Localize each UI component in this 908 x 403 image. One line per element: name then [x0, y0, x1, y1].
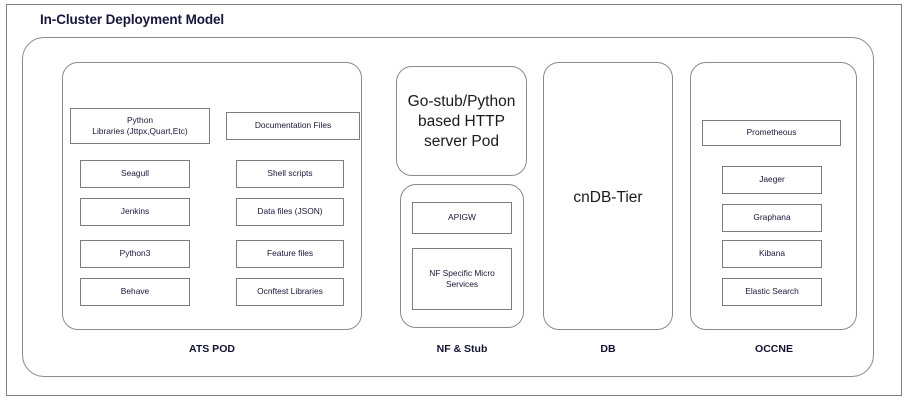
go-stub-caption: Go-stub/Python based HTTP server Pod — [396, 92, 527, 151]
shell-scripts-label: Shell scripts — [267, 168, 313, 179]
python-libraries-line2: Libraries (Jttpx,Quart,Etc) — [92, 126, 188, 136]
go-stub-line1: Go-stub/Python — [407, 93, 516, 110]
kibana-label: Kibana — [758, 248, 786, 259]
occne-item-jaeger: Jaeger — [722, 166, 822, 194]
occne-group — [690, 62, 857, 330]
behave-label: Behave — [120, 286, 150, 297]
go-stub-line3: server Pod — [424, 132, 499, 150]
go-stub-server-pod — [396, 66, 527, 176]
go-stub-line2: based HTTP — [417, 112, 505, 130]
occne-item-elastic-search: Elastic Search — [722, 278, 822, 306]
ats-item-seagull: Seagull — [80, 160, 190, 188]
occne-item-graphana: Graphana — [722, 204, 822, 232]
feature-files-label: Feature files — [266, 248, 314, 259]
micro-services-line2: Services — [445, 279, 479, 289]
page-title: In-Cluster Deployment Model — [40, 12, 225, 27]
ats-item-python3: Python3 — [80, 240, 190, 268]
ats-item-behave: Behave — [80, 278, 190, 306]
tier-label-db: DB — [600, 343, 616, 355]
elastic-search-label: Elastic Search — [745, 286, 799, 297]
prometheous-label: Prometheous — [746, 127, 797, 138]
documentation-files-label: Documentation Files — [254, 120, 332, 131]
tier-label-occne: OCCNE — [755, 343, 793, 355]
tier-label-nf-stub: NF & Stub — [436, 343, 488, 355]
ats-item-shell-scripts: Shell scripts — [236, 160, 344, 188]
ocnftest-libraries-label: Ocnftest Libraries — [257, 286, 323, 297]
cndb-tier-caption: cnDB-Tier — [543, 188, 673, 208]
nf-item-apigw: APIGW — [412, 202, 512, 234]
ats-item-feature-files: Feature files — [236, 240, 344, 268]
jaeger-label: Jaeger — [759, 174, 785, 185]
db-group — [543, 62, 673, 330]
graphana-label: Graphana — [753, 212, 791, 223]
ats-item-jenkins: Jenkins — [80, 198, 190, 226]
ats-item-python-libraries: Python Libraries (Jttpx,Quart,Etc) — [70, 108, 210, 144]
seagull-label: Seagull — [121, 168, 149, 179]
python3-label: Python3 — [119, 248, 151, 259]
occne-item-kibana: Kibana — [722, 240, 822, 268]
ats-item-data-files-json: Data files (JSON) — [236, 198, 344, 226]
micro-services-line1: NF Specific Micro — [429, 267, 495, 278]
occne-item-prometheous: Prometheous — [702, 120, 841, 146]
data-files-label: Data files (JSON) — [257, 206, 323, 217]
nf-item-micro-services: NF Specific Micro Services — [412, 248, 512, 310]
tier-label-ats-pod: ATS POD — [189, 343, 235, 355]
ats-item-ocnftest-libraries: Ocnftest Libraries — [236, 278, 344, 306]
python-libraries-line1: Python — [126, 114, 154, 125]
ats-item-documentation-files: Documentation Files — [226, 112, 360, 140]
apigw-label: APIGW — [448, 212, 476, 223]
jenkins-label: Jenkins — [120, 206, 150, 217]
cndb-tier-label: cnDB-Tier — [573, 189, 643, 206]
